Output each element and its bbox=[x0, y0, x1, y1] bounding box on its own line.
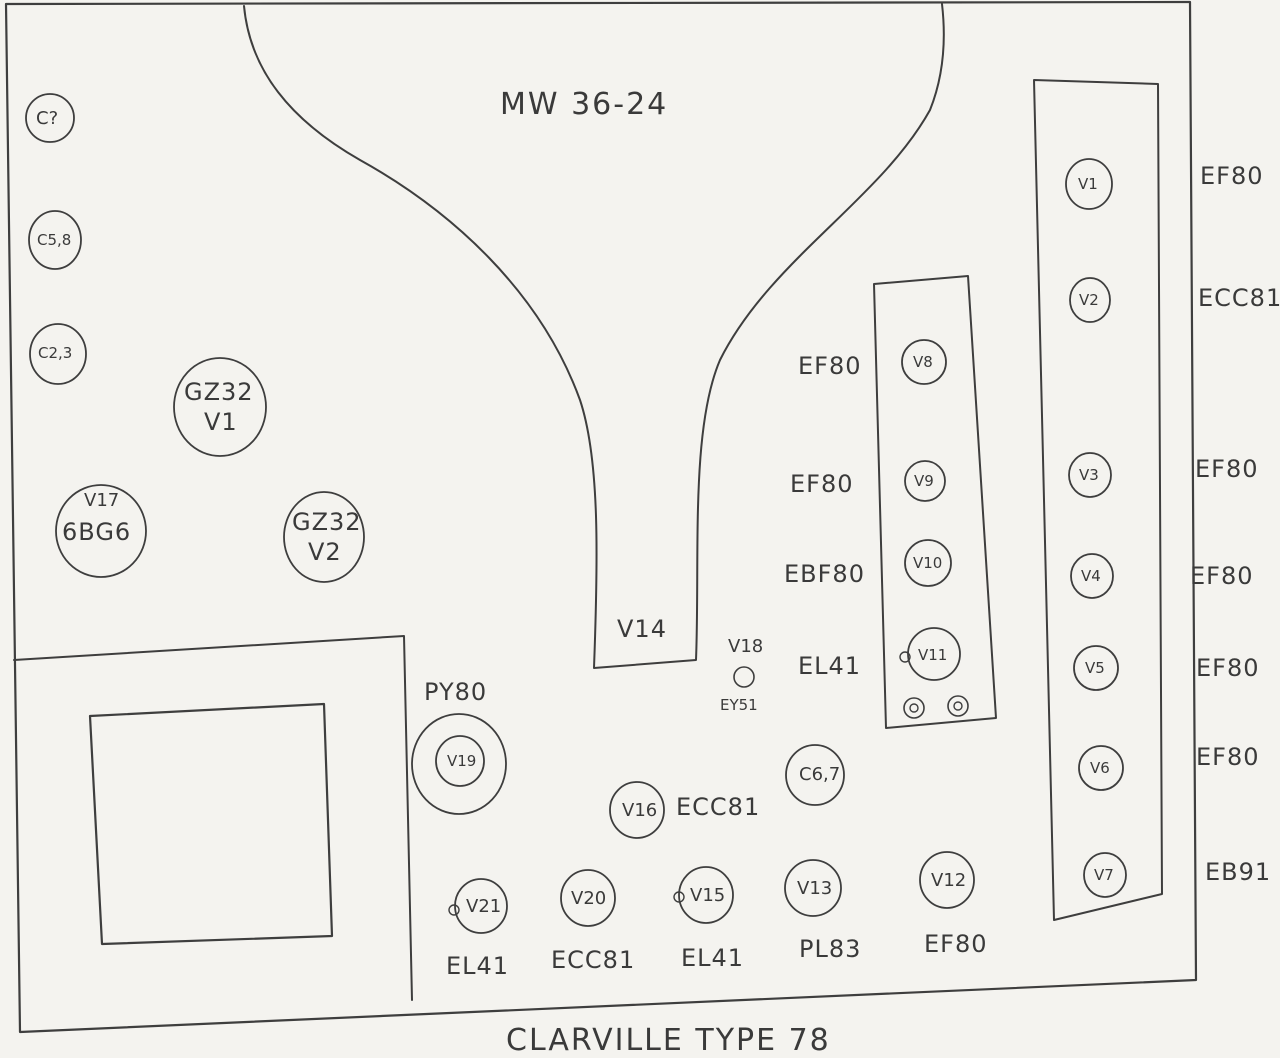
bottom-v13-ref: V13 bbox=[797, 878, 832, 899]
bottom-v20-circle bbox=[560, 869, 616, 927]
cap-c67-label: C6,7 bbox=[799, 764, 840, 785]
cap-c58-label: C5,8 bbox=[37, 231, 71, 249]
tube-v19-outer bbox=[411, 713, 507, 815]
tube-v16-ref: V16 bbox=[622, 800, 657, 821]
bottom-v20-type: ECC81 bbox=[551, 946, 635, 974]
tube-v17-type: 6BG6 bbox=[62, 518, 131, 546]
bottom-v12-type: EF80 bbox=[924, 930, 988, 958]
right-v7-ref: V7 bbox=[1094, 866, 1114, 884]
transformer-enclosure bbox=[13, 635, 413, 1001]
middle-terminal-left bbox=[903, 697, 925, 719]
right-v4-ref: V4 bbox=[1081, 567, 1101, 585]
tube-v14-label: V14 bbox=[617, 615, 667, 643]
cap-c23-label: C2,3 bbox=[38, 344, 72, 362]
transformer-box bbox=[88, 702, 334, 946]
bottom-v15-circle bbox=[678, 866, 734, 924]
tube-v16-type: ECC81 bbox=[676, 793, 760, 821]
chassis-outline bbox=[4, 0, 1198, 1034]
bottom-v21-type: EL41 bbox=[446, 952, 509, 980]
cap-c23-circle bbox=[29, 323, 87, 385]
bottom-v13-type: PL83 bbox=[799, 935, 861, 963]
right-v5-ref: V5 bbox=[1085, 659, 1105, 677]
rectifier-v1-circle bbox=[173, 357, 267, 457]
tube-v16-circle bbox=[609, 781, 665, 839]
bottom-v15-ref: V15 bbox=[690, 885, 725, 906]
middle-v8-type: EF80 bbox=[798, 352, 862, 380]
right-v3-ref: V3 bbox=[1079, 466, 1099, 484]
rectifier-v2-type: GZ32 bbox=[292, 508, 362, 536]
right-v2-circle bbox=[1069, 277, 1111, 323]
middle-v11-type: EL41 bbox=[798, 652, 861, 680]
bottom-v12-ref: V12 bbox=[931, 870, 966, 891]
rectifier-v1-ref: V1 bbox=[204, 408, 238, 436]
tube-v19-inner bbox=[435, 735, 485, 787]
middle-v11-pin bbox=[899, 651, 911, 663]
right-v5-circle bbox=[1073, 645, 1119, 691]
middle-v10-type: EBF80 bbox=[784, 560, 865, 588]
right-v3-circle bbox=[1068, 452, 1112, 498]
diagram-caption: CLARVILLE TYPE 78 bbox=[506, 1023, 831, 1058]
bottom-v15-pin bbox=[673, 891, 685, 903]
bottom-v12-circle bbox=[919, 851, 975, 909]
tube-v19-type: PY80 bbox=[424, 678, 487, 706]
right-v6-circle bbox=[1078, 745, 1124, 791]
bottom-v13-circle bbox=[784, 859, 842, 917]
middle-v8-circle bbox=[901, 339, 947, 385]
middle-terminal-right-inner bbox=[953, 701, 963, 711]
bottom-v20-ref: V20 bbox=[571, 888, 606, 909]
right-v7-type: EB91 bbox=[1205, 858, 1271, 886]
middle-v8-ref: V8 bbox=[913, 353, 933, 371]
right-v1-ref: V1 bbox=[1078, 175, 1098, 193]
right-v1-circle bbox=[1065, 158, 1113, 210]
middle-v11-circle bbox=[907, 627, 961, 681]
right-strip-board bbox=[1033, 79, 1163, 921]
tube-v19-ref: V19 bbox=[447, 752, 476, 770]
rectifier-v2-ref: V2 bbox=[308, 538, 342, 566]
middle-v11-ref: V11 bbox=[918, 646, 947, 664]
tube-v18-ref: V18 bbox=[728, 636, 763, 657]
right-v6-type: EF80 bbox=[1196, 743, 1260, 771]
cap-c58-circle bbox=[28, 210, 82, 270]
right-v6-ref: V6 bbox=[1090, 759, 1110, 777]
right-v7-circle bbox=[1083, 852, 1127, 898]
right-v2-ref: V2 bbox=[1079, 291, 1099, 309]
tube-v17-ref: V17 bbox=[84, 490, 119, 511]
right-v2-type: ECC81 bbox=[1198, 284, 1280, 312]
middle-v10-circle bbox=[904, 539, 952, 587]
middle-strip-board bbox=[873, 275, 997, 729]
bottom-v21-pin bbox=[448, 904, 460, 916]
middle-v9-circle bbox=[904, 460, 946, 502]
diagram-title: MW 36-24 bbox=[500, 87, 668, 122]
right-v5-type: EF80 bbox=[1196, 654, 1260, 682]
rectifier-v2-circle bbox=[283, 491, 365, 583]
middle-v9-type: EF80 bbox=[790, 470, 854, 498]
middle-v10-ref: V10 bbox=[913, 554, 942, 572]
tube-v18-circle bbox=[733, 666, 755, 688]
cap-unknown-label: C? bbox=[36, 108, 58, 129]
right-v4-type: EF80 bbox=[1190, 562, 1254, 590]
middle-terminal-right bbox=[947, 695, 969, 717]
tube-v18-type: EY51 bbox=[720, 696, 758, 714]
cap-unknown-circle bbox=[25, 93, 75, 143]
bottom-v21-circle bbox=[454, 878, 508, 934]
tube-v17-circle bbox=[55, 484, 147, 578]
middle-terminal-left-inner bbox=[909, 703, 919, 713]
bottom-v15-type: EL41 bbox=[681, 944, 744, 972]
crt-outline bbox=[243, 3, 945, 669]
right-v3-type: EF80 bbox=[1195, 455, 1259, 483]
right-v4-circle bbox=[1070, 553, 1114, 599]
rectifier-v1-type: GZ32 bbox=[184, 378, 254, 406]
bottom-v21-ref: V21 bbox=[466, 896, 501, 917]
middle-v9-ref: V9 bbox=[914, 472, 934, 490]
cap-c67-circle bbox=[785, 744, 845, 806]
right-v1-type: EF80 bbox=[1200, 162, 1264, 190]
